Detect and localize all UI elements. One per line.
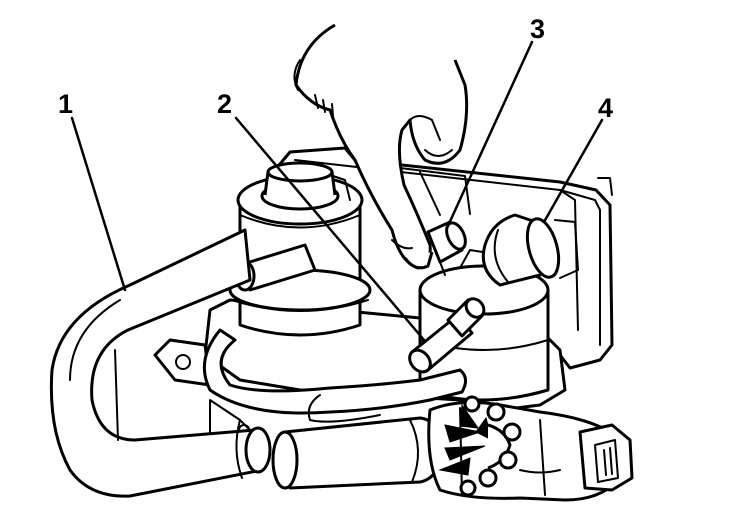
fitting-3 <box>426 220 467 276</box>
callouts: 1 2 3 4 <box>58 14 613 123</box>
hose-clamp <box>438 395 522 497</box>
technician-hand <box>293 23 469 270</box>
callout-1: 1 <box>58 89 73 119</box>
callout-3: 3 <box>530 14 545 44</box>
hose-1 <box>49 228 272 498</box>
fitting-2 <box>408 297 486 374</box>
leader-3 <box>445 40 534 230</box>
tube-loop <box>202 328 467 423</box>
leader-lines <box>70 40 604 342</box>
fitting-4-cap <box>481 213 579 287</box>
lower-hose <box>271 416 442 490</box>
leader-4 <box>542 118 604 224</box>
leader-1 <box>70 116 127 292</box>
callout-2: 2 <box>217 89 232 119</box>
left-valve <box>228 161 372 337</box>
callout-4: 4 <box>598 93 613 123</box>
leader-2 <box>234 116 426 342</box>
